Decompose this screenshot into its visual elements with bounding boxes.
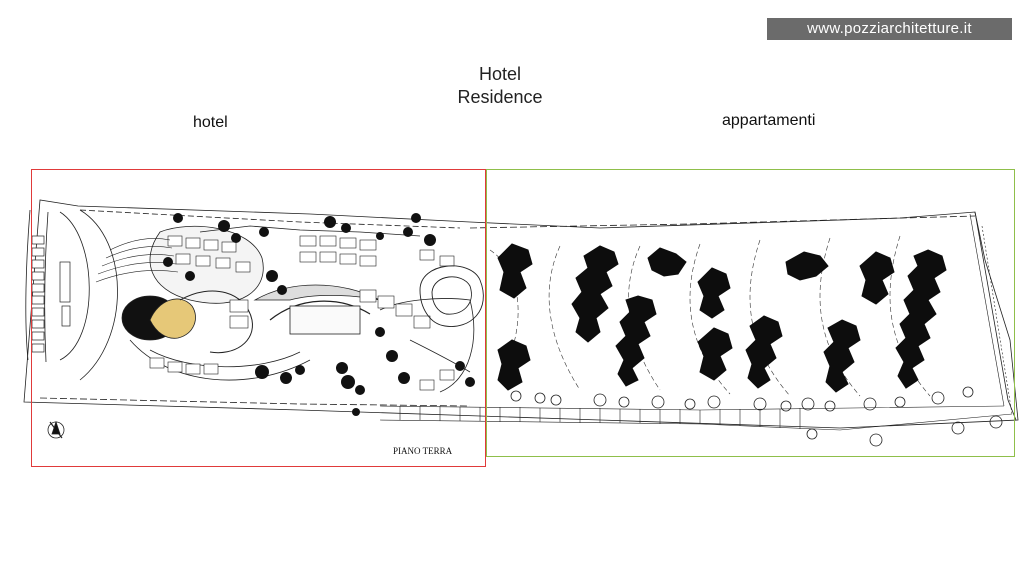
apartments-frame [486,169,1015,457]
hotel-section-label: hotel [193,114,228,131]
pool-area [419,265,484,327]
page-title: Hotel Residence [400,63,600,109]
title-line-2: Residence [457,87,543,107]
hotel-frame [31,169,486,467]
apartments-section-label: appartamenti [722,112,816,129]
title-line-1: Hotel [478,64,522,84]
plan-level-label: PIANO TERRA [393,446,453,456]
trees-hotel [163,213,475,416]
hotel-building-blocks [149,235,455,391]
amphitheatre [95,238,179,283]
compass-north-icon [47,420,65,439]
website-badge[interactable]: www.pozziarchitetture.it [767,18,1012,40]
apartment-buildings [497,243,947,393]
parking-row [31,235,71,353]
entrance-road [25,209,118,381]
